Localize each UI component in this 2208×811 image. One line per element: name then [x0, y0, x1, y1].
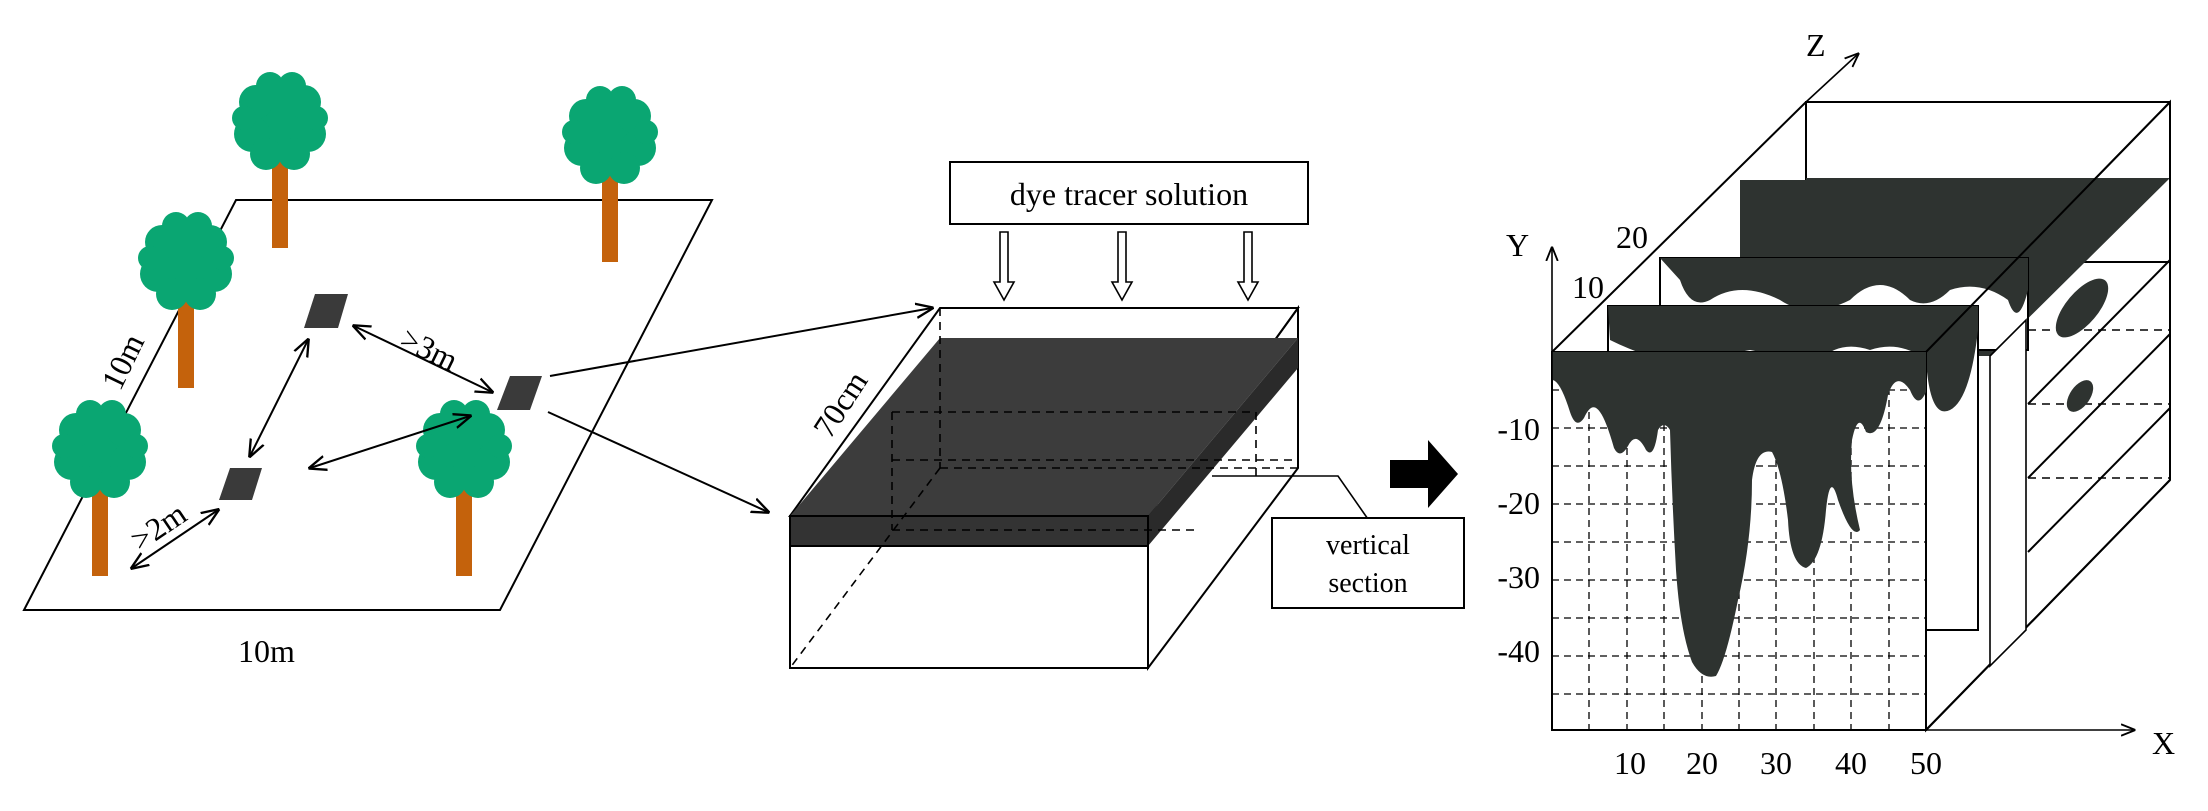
spacing-short-label: >2m	[124, 495, 193, 558]
section-label-box	[1271, 517, 1465, 609]
connector-line	[549, 308, 932, 377]
dye-spot	[2055, 278, 2109, 338]
dye-layer	[790, 338, 1298, 516]
y-tick-label: -20	[1497, 485, 1540, 521]
x-tick-label: 30	[1760, 745, 1792, 781]
x-tick-label: 40	[1835, 745, 1867, 781]
y-tick-label: -30	[1497, 559, 1540, 595]
dye-spot	[2066, 380, 2094, 412]
sample-patch	[219, 468, 262, 500]
spacing-long-label: >3m	[395, 320, 464, 378]
z-tick-label: 20	[1616, 219, 1648, 255]
sample-patch	[497, 376, 542, 410]
dye-stain-front	[1552, 352, 1926, 677]
section-leader-line	[1212, 475, 1371, 523]
vertical-section-outline	[891, 411, 1298, 531]
spacing-arrow	[310, 416, 470, 468]
y-tick-label: -10	[1497, 411, 1540, 447]
section-label-line1: vertical	[1326, 530, 1410, 561]
plot-diagram: >3m >2m 10m 10m	[22, 72, 714, 669]
tree-icon	[562, 86, 658, 262]
profile-3d: Y X Z 10 20 30 40 50 -10 -20 -30 -40 10 …	[1497, 27, 2175, 781]
y-tick-label: -40	[1497, 633, 1540, 669]
x-tick-label: 50	[1910, 745, 1942, 781]
z-axis-line	[1805, 54, 1858, 103]
dye-stain-middle	[1608, 306, 1978, 412]
x-ticks: 10 20 30 40 50	[1614, 745, 1942, 781]
dye-label: dye tracer solution	[1010, 176, 1248, 212]
tree-icon	[232, 72, 328, 248]
z-axis-name: Z	[1806, 27, 1826, 63]
tree-icon	[52, 400, 148, 576]
spacing-arrow	[132, 510, 218, 568]
dye-stain-back	[1660, 258, 2028, 313]
section-label-line2: section	[1328, 568, 1407, 599]
y-axis-name: Y	[1506, 227, 1529, 263]
tree-icon	[416, 400, 512, 576]
plot-length-label: 10m	[238, 633, 295, 669]
z-ticks: 10 20	[1572, 219, 1648, 305]
transition-arrow-icon	[1390, 440, 1458, 508]
sample-patch	[304, 294, 348, 328]
y-ticks: -10 -20 -30 -40	[1497, 411, 1540, 669]
dye-arrows	[992, 231, 1260, 302]
front-section	[1551, 351, 1927, 731]
plot-width-label: 10m	[94, 328, 151, 395]
spacing-arrow	[354, 326, 492, 392]
connector-line	[547, 411, 768, 512]
x-tick-label: 10	[1614, 745, 1646, 781]
z-tick-label: 10	[1572, 269, 1604, 305]
spacing-arrow	[250, 340, 308, 456]
x-axis-name: X	[2152, 725, 2175, 761]
soil-block: dye tracer solution 70cm vertical	[788, 161, 1465, 671]
dye-label-box	[949, 161, 1309, 225]
x-tick-label: 20	[1686, 745, 1718, 781]
